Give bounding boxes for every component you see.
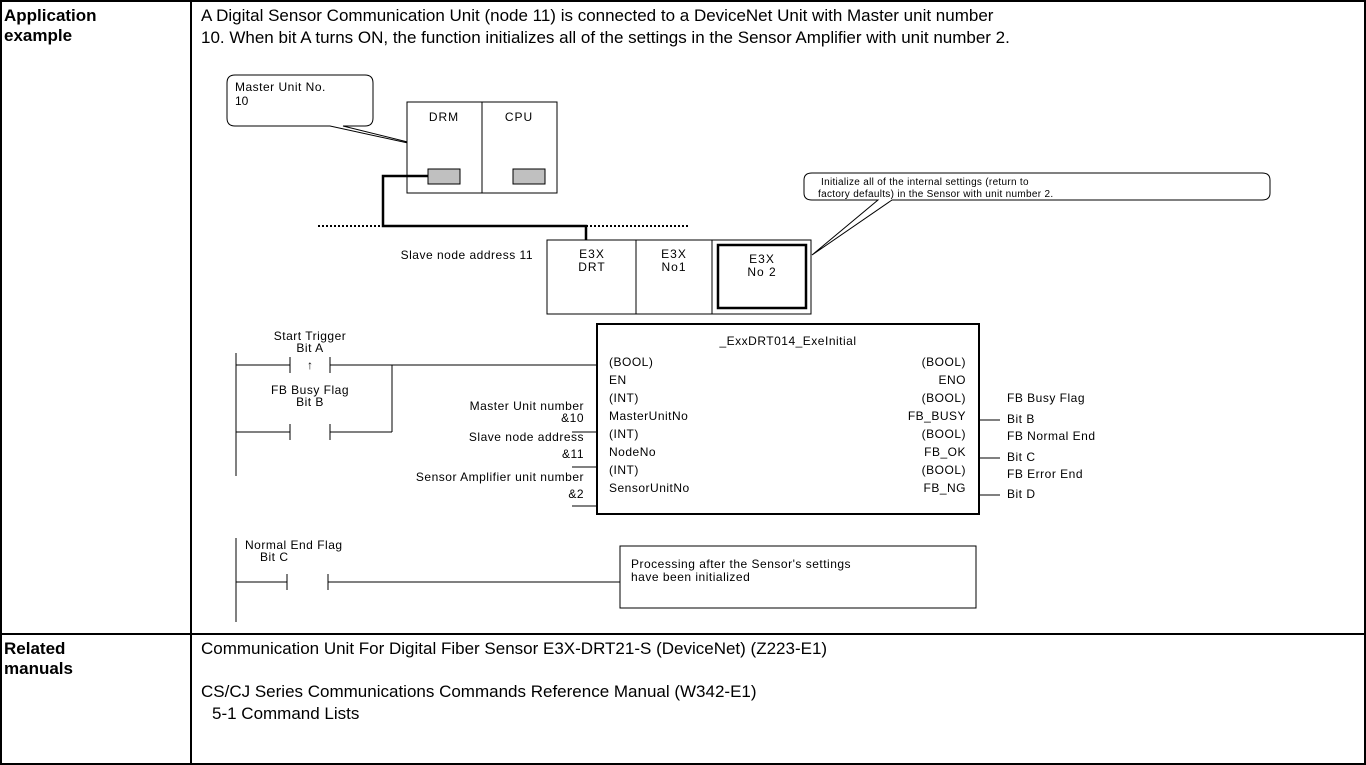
network-cable (318, 174, 690, 240)
init-callout-line1: Initialize all of the internal settings … (821, 177, 1029, 188)
related-manual-2: CS/CJ Series Communications Commands Ref… (201, 682, 757, 701)
master-unit-value: &10 (561, 411, 584, 425)
application-description-line2: 10. When bit A turns ON, the function in… (201, 28, 1010, 47)
slave-unit-no1-line2: No1 (661, 260, 686, 274)
function-block (596, 323, 980, 515)
fb-output-eno: ENO (938, 373, 966, 387)
slave-node-value: &11 (562, 447, 584, 461)
related-manual-2-section: 5-1 Command Lists (212, 704, 360, 723)
table-border-left (0, 0, 2, 765)
processing-box (619, 545, 977, 609)
application-description-line1: A Digital Sensor Communication Unit (nod… (201, 6, 994, 25)
related-manual-1: Communication Unit For Digital Fiber Sen… (201, 639, 828, 658)
fb-output-type-ng: (BOOL) (922, 463, 966, 477)
fb-output-fb-busy: FB_BUSY (908, 409, 966, 423)
fb-input-sensorunitno: SensorUnitNo (609, 481, 690, 495)
table-border-bottom (0, 763, 1366, 765)
fb-input-type-en: (BOOL) (609, 355, 653, 369)
slave-unit-no2 (711, 239, 812, 315)
slave-unit-no2-line1: E3X (749, 252, 775, 266)
table-border-top (0, 0, 1366, 2)
start-trigger-label: Start Trigger (274, 329, 347, 343)
function-block-title: _ExxDRT014_ExeInitial (718, 334, 856, 348)
bit-b-input-label: Bit B (296, 395, 324, 409)
column-divider (190, 0, 192, 765)
fb-inputs: (BOOL) EN (INT) MasterUnitNo (INT) NodeN… (609, 355, 690, 495)
init-callout-line2: factory defaults) in the Sensor with uni… (818, 189, 1053, 200)
output-labels: FB Busy Flag Bit B FB Normal End Bit C F… (1007, 391, 1096, 501)
cpu-connector (512, 168, 546, 185)
fb-input-nodeno: NodeNo (609, 445, 656, 459)
fb-output-type-busy: (BOOL) (922, 391, 966, 405)
slave-node-address-label: Slave node address (469, 430, 584, 444)
cpu-label: CPU (505, 110, 533, 124)
fb-output-fb-ok: FB_OK (924, 445, 966, 459)
slave-unit-no2-highlight (716, 243, 808, 310)
application-header-line1: Application (4, 6, 97, 25)
sensor-amp-unit-number-label: Sensor Amplifier unit number (416, 470, 584, 484)
slave-unit-no1-line1: E3X (661, 247, 687, 261)
drm-connector (427, 168, 461, 185)
output-bit-d: Bit D (1007, 487, 1036, 501)
application-header: Application example (4, 6, 97, 46)
slave-unit-no2-line2: No 2 (747, 265, 776, 279)
slave-node-label: Slave node address 11 (401, 248, 533, 262)
slave-unit-drt (546, 239, 637, 315)
drm-label: DRM (429, 110, 459, 124)
fb-output-fb-ng: FB_NG (923, 481, 966, 495)
plc-rack: DRM CPU (406, 101, 558, 194)
fb-input-en: EN (609, 373, 627, 387)
rising-edge-icon: ↑ (307, 358, 313, 372)
normal-end-flag-label: Normal End Flag (245, 538, 343, 552)
related-header-line2: manuals (4, 659, 73, 678)
master-callout-line1: Master Unit No. (235, 80, 326, 94)
slave-units: Slave node address 11 E3X DRT E3X No1 E3… (401, 239, 812, 315)
bit-c-label: Bit C (260, 550, 289, 564)
application-header-line2: example (4, 26, 73, 45)
fb-busy-flag-input-label: FB Busy Flag (271, 383, 349, 397)
processing-line1: Processing after the Sensor's settings (631, 557, 851, 571)
master-unit-callout: Master Unit No. 10 (226, 74, 441, 151)
related-header-line1: Related (4, 639, 66, 658)
fb-input-type-node: (INT) (609, 427, 639, 441)
related-header: Related manuals (4, 639, 73, 679)
ladder-diagram: Start Trigger Bit A ↑ FB Busy Flag Bit B… (235, 323, 1096, 622)
output-bit-b: Bit B (1007, 412, 1035, 426)
table-border-right (1364, 0, 1366, 765)
row-divider (0, 633, 1366, 635)
slave-unit-drt-line2: DRT (578, 260, 605, 274)
output-fb-busy-flag: FB Busy Flag (1007, 391, 1085, 405)
output-bit-c: Bit C (1007, 450, 1036, 464)
slave-unit-no1 (635, 239, 713, 315)
bit-a-label: Bit A (296, 341, 323, 355)
slave-unit-drt-line1: E3X (579, 247, 605, 261)
master-unit-number-label: Master Unit number (470, 399, 584, 413)
output-fb-error-end: FB Error End (1007, 467, 1083, 481)
fb-input-masterunitno: MasterUnitNo (609, 409, 688, 423)
fb-input-type-sensor: (INT) (609, 463, 639, 477)
processing-line2: have been initialized (631, 570, 750, 584)
fb-input-type-master: (INT) (609, 391, 639, 405)
fb-outputs: (BOOL) ENO (BOOL) FB_BUSY (BOOL) FB_OK (… (908, 355, 966, 495)
initialize-callout: Initialize all of the internal settings … (803, 172, 1271, 256)
output-fb-normal-end: FB Normal End (1007, 429, 1096, 443)
sensor-amp-value: &2 (568, 487, 584, 501)
master-callout-line2: 10 (235, 94, 249, 108)
fb-output-type-eno: (BOOL) (922, 355, 966, 369)
fb-output-type-ok: (BOOL) (922, 427, 966, 441)
